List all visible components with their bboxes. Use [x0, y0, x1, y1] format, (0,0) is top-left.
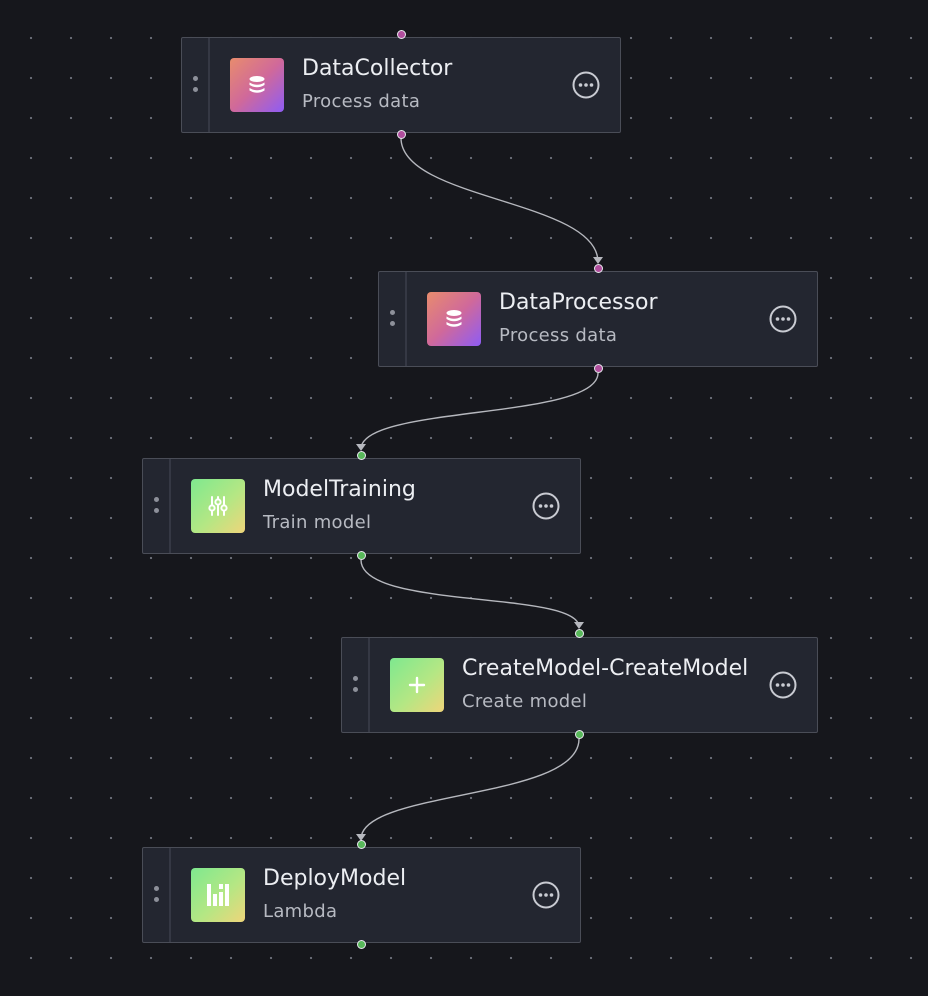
node-title: DeployModel [263, 866, 407, 891]
node-title: DataCollector [302, 56, 453, 81]
input-port[interactable] [397, 30, 406, 39]
drag-handle-icon[interactable] [182, 38, 210, 132]
output-port[interactable] [594, 364, 603, 373]
plus-icon [390, 658, 444, 712]
node-title: CreateModel-CreateModel [462, 656, 749, 681]
node-createmodel[interactable]: CreateModel-CreateModel Create model [341, 637, 818, 733]
node-subtitle: Lambda [263, 901, 338, 922]
more-options-icon[interactable] [532, 881, 560, 909]
node-subtitle: Train model [263, 512, 372, 533]
more-options-icon[interactable] [769, 305, 797, 333]
node-datacollector[interactable]: DataCollector Process data [181, 37, 621, 133]
output-port[interactable] [357, 551, 366, 560]
drag-handle-icon[interactable] [379, 272, 407, 366]
node-title: DataProcessor [499, 290, 658, 315]
more-options-icon[interactable] [769, 671, 797, 699]
database-icon [230, 58, 284, 112]
input-port[interactable] [575, 629, 584, 638]
arrowhead-icon [356, 834, 366, 841]
input-port[interactable] [594, 264, 603, 273]
node-subtitle: Create model [462, 691, 588, 712]
arrowhead-icon [574, 622, 584, 629]
sliders-icon [191, 479, 245, 533]
edge-dataprocessor-to-modeltraining[interactable] [360, 372, 599, 450]
input-port[interactable] [357, 840, 366, 849]
edge-modeltraining-to-createmodel[interactable] [360, 559, 580, 628]
node-dataprocessor[interactable]: DataProcessor Process data [378, 271, 818, 367]
more-options-icon[interactable] [532, 492, 560, 520]
input-port[interactable] [357, 451, 366, 460]
node-title: ModelTraining [263, 477, 416, 502]
node-deploymodel[interactable]: DeployModel Lambda [142, 847, 581, 943]
more-options-icon[interactable] [572, 71, 600, 99]
drag-handle-icon[interactable] [143, 848, 171, 942]
node-modeltraining[interactable]: ModelTraining Train model [142, 458, 581, 554]
drag-handle-icon[interactable] [342, 638, 370, 732]
node-subtitle: Process data [302, 91, 421, 112]
arrowhead-icon [356, 444, 366, 451]
edge-createmodel-to-deploymodel[interactable] [360, 738, 580, 840]
node-subtitle: Process data [499, 325, 618, 346]
database-icon [427, 292, 481, 346]
output-port[interactable] [357, 940, 366, 949]
edge-datacollector-to-dataprocessor[interactable] [400, 137, 599, 263]
output-port[interactable] [397, 130, 406, 139]
arrowhead-icon [593, 257, 603, 264]
output-port[interactable] [575, 730, 584, 739]
drag-handle-icon[interactable] [143, 459, 171, 553]
lambda-bars-icon [191, 868, 245, 922]
